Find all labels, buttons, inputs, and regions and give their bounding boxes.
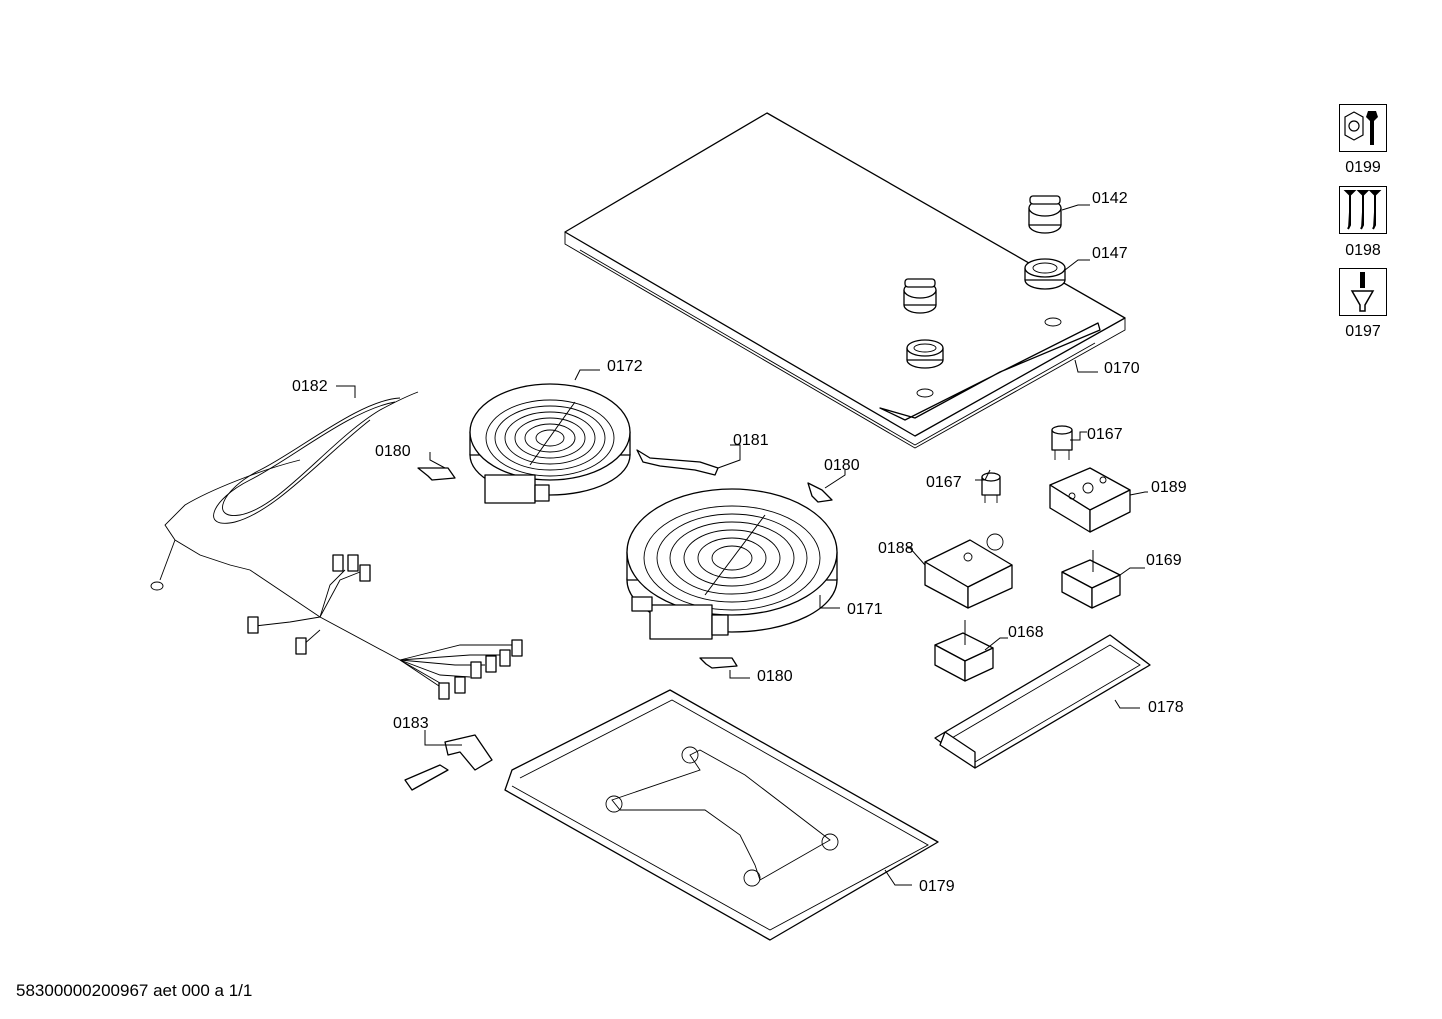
label-0171: 0171 — [847, 601, 883, 618]
label-0182: 0182 — [292, 378, 328, 395]
icon-label-0199: 0199 — [1345, 159, 1381, 176]
temperature-limiter — [636, 449, 719, 476]
mounting-bracket — [934, 634, 1151, 769]
label-0168: 0168 — [1008, 624, 1044, 641]
label-0147: 0147 — [1092, 245, 1128, 262]
energy-regulator-0169 — [1061, 550, 1121, 609]
control-knob — [1028, 195, 1062, 234]
label-0181: 0181 — [733, 432, 769, 449]
control-knob-2 — [903, 278, 937, 314]
label-0170: 0170 — [1104, 360, 1140, 377]
switch-block-0188 — [924, 533, 1013, 609]
label-0180: 0180 — [757, 668, 793, 685]
label-0167: 0167 — [926, 474, 962, 491]
label-0179: 0179 — [919, 878, 955, 895]
cooktop-glass-panel — [564, 112, 1126, 449]
label-0178: 0178 — [1148, 699, 1184, 716]
connector-0167-a — [981, 472, 1001, 503]
retaining-clip — [417, 467, 833, 669]
label-0183: 0183 — [393, 715, 429, 732]
switch-block-0189 — [1049, 467, 1131, 533]
radiant-heater-large — [626, 488, 838, 640]
power-cable — [150, 391, 523, 700]
connector-0167-b — [1051, 425, 1073, 460]
label-0189: 0189 — [1151, 479, 1187, 496]
icon-label-0198: 0198 — [1345, 242, 1381, 259]
label-0142: 0142 — [1092, 190, 1128, 207]
screws-icon — [1339, 186, 1387, 234]
knob-ring-2 — [906, 339, 944, 369]
label-0188: 0188 — [878, 540, 914, 557]
icon-label-0197: 0197 — [1345, 323, 1381, 340]
screwdriver-icon — [1339, 268, 1387, 316]
radiant-heater-small — [469, 383, 631, 504]
leader-lines — [336, 204, 1148, 886]
label-0172: 0172 — [607, 358, 643, 375]
knob-ring — [1024, 258, 1066, 290]
nut-wrench-icon — [1339, 104, 1387, 152]
label-0167: 0167 — [1087, 426, 1123, 443]
bottom-shell — [504, 689, 939, 941]
energy-regulator-0168 — [934, 620, 994, 682]
cable-clamp — [404, 734, 493, 791]
label-0180: 0180 — [375, 443, 411, 460]
document-reference: 58300000200967 aet 000 a 1/1 — [16, 981, 253, 1000]
label-0169: 0169 — [1146, 552, 1182, 569]
label-0180: 0180 — [824, 457, 860, 474]
